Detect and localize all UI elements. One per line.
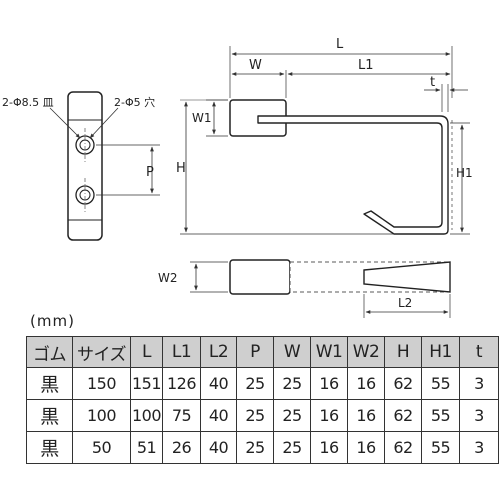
table-cell: 3: [459, 399, 499, 432]
table-cell: 100: [72, 399, 131, 432]
rubber-color-cell: 黒: [26, 399, 73, 432]
table-cell: 151: [130, 367, 163, 400]
table-header-cell: ゴム: [26, 336, 73, 368]
table-cell: 16: [310, 367, 348, 400]
table-header-cell: W1: [310, 336, 348, 368]
table-cell: 25: [236, 367, 274, 400]
table-cell: 16: [347, 431, 385, 464]
table-header-cell: L2: [200, 336, 237, 368]
table-header-cell: W2: [347, 336, 385, 368]
unit-label: (mm): [30, 312, 75, 330]
table-cell: 26: [162, 431, 201, 464]
through-hole-label: 2-Φ5 穴: [114, 95, 155, 109]
lower-hole-icon: [75, 178, 95, 212]
table-header-cell: H: [384, 336, 422, 368]
table-cell: 16: [310, 431, 348, 464]
table-header-cell: L1: [162, 336, 201, 368]
table-cell: 126: [162, 367, 201, 400]
side-view: L W L1 t W1 H H1: [176, 37, 473, 235]
table-cell: 16: [347, 367, 385, 400]
upper-hole-icon: [75, 128, 95, 162]
table-header-cell: サイズ: [72, 336, 131, 368]
table-cell: 16: [347, 399, 385, 432]
table-cell: 25: [273, 431, 311, 464]
front-view: 2-Φ8.5 皿 2-Φ5 穴 P: [2, 91, 160, 241]
top-view-body: [229, 259, 291, 295]
table-cell: 55: [421, 431, 460, 464]
dim-l-label: L: [336, 37, 344, 52]
dim-w1-label: W1: [192, 111, 212, 125]
table-cell: 3: [459, 431, 499, 464]
dim-h1-label: H1: [456, 166, 473, 180]
table-cell: 40: [200, 399, 237, 432]
mounting-plate: [67, 91, 103, 241]
rubber-color-cell: 黒: [26, 431, 73, 464]
table-header-cell: t: [459, 336, 499, 368]
top-view-tip: [363, 261, 451, 293]
dim-p-label: P: [146, 165, 154, 180]
table-cell: 25: [236, 399, 274, 432]
table-cell: 40: [200, 431, 237, 464]
table-cell: 25: [236, 431, 274, 464]
table-cell: 50: [72, 431, 131, 464]
dim-h-label: H: [176, 161, 186, 176]
table-cell: 150: [72, 367, 131, 400]
hook-profile: [257, 115, 449, 235]
dim-t-label: t: [430, 75, 435, 90]
table-header-cell: W: [273, 336, 311, 368]
table-header-cell: P: [236, 336, 274, 368]
dim-l1-label: L1: [358, 58, 374, 73]
table-cell: 62: [384, 431, 422, 464]
table-cell: 100: [130, 399, 163, 432]
table-cell: 62: [384, 399, 422, 432]
dim-w2-label: W2: [158, 271, 178, 285]
table-header-cell: L: [130, 336, 163, 368]
table-cell: 40: [200, 367, 237, 400]
dim-l2-label: L2: [398, 296, 412, 310]
table-cell: 16: [310, 399, 348, 432]
table-cell: 62: [384, 367, 422, 400]
table-cell: 25: [273, 399, 311, 432]
table-header-cell: H1: [421, 336, 460, 368]
technical-drawing: 2-Φ8.5 皿 2-Φ5 穴 P L W L1 t W1: [2, 37, 473, 318]
dim-w-label: W: [249, 58, 262, 73]
table-cell: 55: [421, 367, 460, 400]
table-cell: 51: [130, 431, 163, 464]
table-cell: 75: [162, 399, 201, 432]
table-cell: 25: [273, 367, 311, 400]
table-cell: 55: [421, 399, 460, 432]
table-cell: 3: [459, 367, 499, 400]
top-view: W2 L2: [158, 259, 451, 318]
countersink-label: 2-Φ8.5 皿: [2, 96, 54, 109]
rubber-color-cell: 黒: [26, 367, 73, 400]
